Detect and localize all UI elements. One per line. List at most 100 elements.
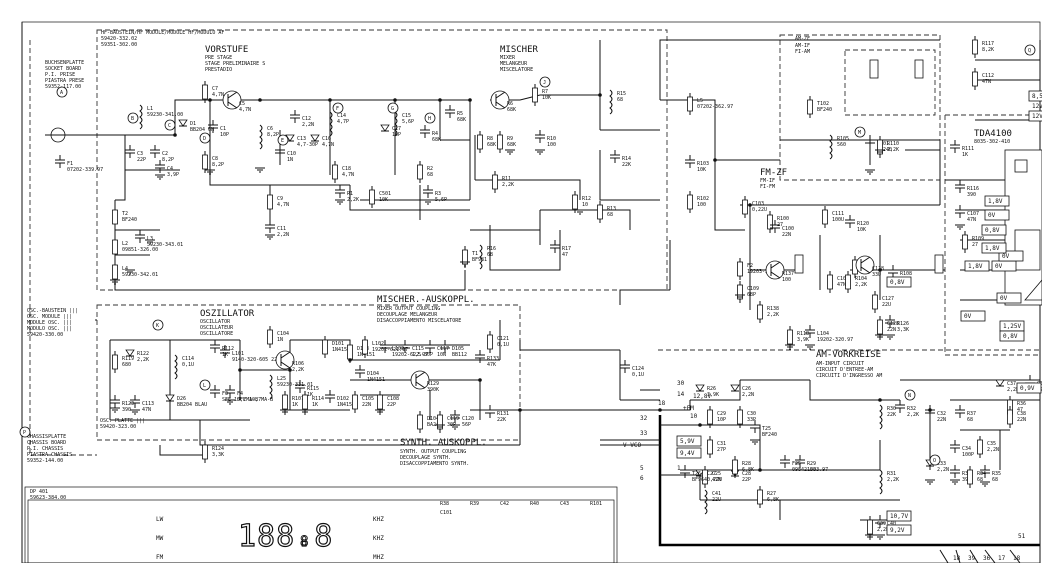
component-value: 1K — [312, 402, 318, 408]
component-value: 10K — [379, 197, 388, 203]
voltage-box — [676, 435, 702, 447]
component-ref: C124 — [632, 366, 644, 372]
component-ref: C26 — [742, 386, 751, 392]
ground-icon — [145, 239, 155, 245]
resistor-c7 — [202, 81, 208, 103]
inductor-l1 — [139, 104, 143, 130]
resistor-r119 — [112, 351, 118, 373]
component-value: 100 — [807, 467, 816, 473]
capacitor-c117 — [425, 340, 435, 353]
component-ref: R8 — [487, 136, 493, 142]
block-label-am-vorkreise-1: AM-INPUT CIRCUIT — [816, 361, 864, 367]
resistor-r138 — [757, 301, 763, 323]
component-value: 1K — [962, 152, 968, 158]
component-value: 22P — [137, 157, 146, 163]
band-mw: MW — [156, 535, 164, 542]
component-ref: R126 — [897, 321, 909, 327]
pin-number: 18 — [658, 400, 666, 407]
net-label-v-92: 9,2V — [890, 527, 905, 534]
component-value: 1K — [292, 402, 298, 408]
net-label-v-18c: 1,8V — [985, 245, 1000, 252]
component-value: 6,8K — [742, 467, 754, 473]
component-ref: R107 — [292, 396, 304, 402]
component-ref: R35 — [992, 471, 1001, 477]
component-ref: C18 — [342, 166, 351, 172]
pin-number: 5 — [640, 465, 644, 472]
diode-c16 — [310, 134, 320, 142]
block-label-oszillator-2: OSCILLATEUR — [200, 325, 234, 331]
test-point-label: F — [336, 106, 339, 112]
pin-number: 1 — [677, 465, 681, 472]
resistor-t102 — [807, 96, 813, 118]
capacitor-r33 — [950, 465, 960, 478]
component-ref: F25 — [792, 461, 801, 467]
resistor-r2 — [417, 161, 423, 183]
ground-icon — [875, 334, 885, 340]
net-label-v-125: 1,25V — [1003, 323, 1021, 330]
resistor-r109 — [962, 231, 968, 253]
ground-icon — [265, 234, 275, 240]
block-label-mischer-1: MIXER — [500, 55, 516, 61]
component-value: 27P — [717, 447, 726, 453]
test-point-label: K — [156, 323, 159, 329]
component-value: 2,2K — [907, 412, 919, 418]
block-label-vorstufe-1: PRE STAGE — [205, 55, 232, 61]
block-label-vorstufe-2: STAGE PRELIMINAIRE S — [205, 61, 265, 67]
diode-d1 — [178, 119, 188, 127]
transistor-c5 — [222, 90, 242, 110]
component-value: 2,2K — [855, 282, 867, 288]
component-ref: C11 — [277, 226, 286, 232]
ceramic-filter-icon — [869, 59, 879, 79]
resistor-c103 — [742, 196, 748, 218]
component-ref: R120 — [857, 221, 869, 227]
component-value: 22P — [387, 402, 396, 408]
component-ref: T102 — [817, 101, 829, 107]
component-ref: L104 — [817, 331, 829, 337]
component-value: 5,6P — [435, 197, 447, 203]
ground-icon — [735, 294, 745, 300]
net-label-v-18b: 1,8V — [968, 263, 983, 270]
component-value: 100P — [962, 452, 974, 458]
capacitor-r35 — [980, 465, 990, 478]
resistor-c31 — [707, 436, 713, 458]
block-label-fm-zf-2: FI-FM — [760, 184, 775, 190]
component-ref: R16 — [487, 246, 496, 252]
component-ref: C30 — [747, 411, 756, 417]
capacitor-l104 — [805, 325, 815, 338]
capacitor-c12 — [290, 110, 300, 123]
block-label-osc-baustein-0: OSC.-BAUSTEIN ||| — [27, 308, 78, 314]
voltage-box — [964, 260, 990, 272]
capacitor-r123 — [110, 395, 120, 408]
capacitor-r5 — [445, 105, 455, 118]
component-value: 0,1U — [632, 372, 644, 378]
pin-number: 32 — [640, 415, 648, 422]
component-ref: R29 — [807, 461, 816, 467]
voltage-box — [996, 292, 1022, 304]
component-ref: R5 — [457, 111, 463, 117]
inductor-c15 — [394, 111, 398, 137]
component-value: 68K — [457, 117, 466, 123]
component-value: 2,2N — [877, 527, 889, 533]
resistor-c111 — [822, 206, 828, 228]
resistor-r124 — [202, 441, 208, 463]
component-value: 19202-622.97 — [392, 352, 428, 358]
component-value: 22N — [887, 327, 896, 333]
net-label-n-fm: +FM — [683, 405, 694, 412]
block-label-synth-auskoppl-1: SYNTH. OUTPUT COUPLING — [400, 449, 466, 455]
voltage-box — [999, 330, 1025, 342]
resistor-c104 — [267, 326, 273, 348]
component-value: 39K — [962, 477, 971, 483]
test-point-marker: D — [199, 132, 211, 144]
net-label-v-08c: 0,8V — [985, 227, 1000, 234]
resistor-r7 — [532, 84, 538, 106]
transistor-c118 — [855, 255, 875, 275]
block-label-mischer-0: MISCHER — [500, 45, 539, 55]
component-value: 22U — [882, 302, 891, 308]
ground-icon — [785, 344, 795, 350]
wire-16 — [714, 160, 745, 231]
capacitor-c34 — [950, 440, 960, 453]
component-value: 390K — [427, 387, 439, 393]
component-value: 2,2K — [887, 147, 899, 153]
component-value: BB204 BLAU — [177, 402, 207, 408]
component-value: BF981 — [472, 257, 487, 263]
